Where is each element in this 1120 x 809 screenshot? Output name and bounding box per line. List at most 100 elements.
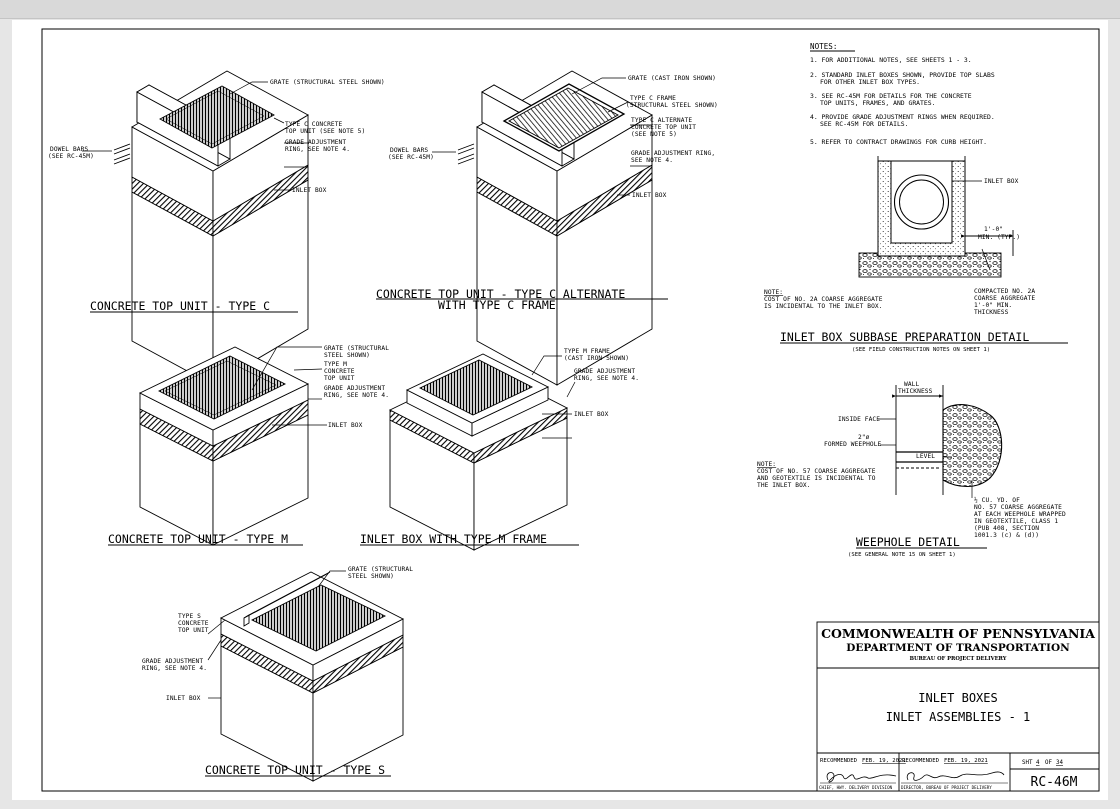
subbase-note-1: COST OF NO. 2A COARSE AGGREGATE [764, 296, 883, 303]
label-topunit-s-1: TYPE S [178, 613, 201, 620]
label-subbase-dim-1: 1'-0" [984, 226, 1003, 233]
subbase-note-heading: NOTE: [764, 289, 783, 296]
label-wall-2: THICKNESS [898, 388, 933, 395]
view-type-m [138, 346, 310, 546]
sht-num: 4 [1036, 760, 1040, 766]
note-4-line1: 4. PROVIDE GRADE ADJUSTMENT RINGS WHEN R… [810, 113, 995, 121]
note-5: 5. REFER TO CONTRACT DRAWINGS FOR CURB H… [810, 138, 987, 146]
org-line-3: BUREAU OF PROJECT DELIVERY [910, 656, 1007, 662]
label-level: LEVEL [916, 453, 935, 460]
label-box-fm: INLET BOX [574, 411, 609, 418]
signatures [820, 771, 1008, 784]
title-underlines [90, 50, 1068, 777]
label-topunit-s-2: CONCRETE [178, 620, 209, 627]
drawing-number: RC-46M [1031, 775, 1078, 790]
sht-of: OF [1045, 760, 1052, 766]
label-dowel-c-1: DOWEL BARS [50, 146, 88, 153]
rec2-date: FEB. 19, 2021 [944, 758, 988, 764]
drawing-canvas: DOWEL BARS (SEE RC-45M) GRATE (STRUCTURA… [41, 28, 1100, 792]
weephole-note-3: THE INLET BOX. [757, 482, 811, 489]
subtitle-weephole: (SEE GENERAL NOTE 15 ON SHEET 1) [848, 552, 956, 558]
label-ring-c-1: GRADE ADJUSTMENT [285, 139, 346, 146]
label-aggregate-2: NO. 57 COARSE AGGREGATE [974, 504, 1062, 511]
view-type-s [220, 571, 404, 782]
label-wall-1: WALL [904, 381, 919, 388]
label-topunit-calt-1: TYPE C ALTERNATE [631, 117, 692, 124]
org-line-1: COMMONWEALTH OF PENNSYLVANIA [821, 626, 1095, 641]
title-type-c: CONCRETE TOP UNIT - TYPE C [90, 299, 270, 313]
rec2-label: RECOMMENDED [902, 758, 940, 764]
label-inside-face: INSIDE FACE [838, 416, 880, 423]
label-grate-m-1: GRATE (STRUCTURAL [324, 345, 389, 352]
label-grate-c: GRATE (STRUCTURAL STEEL SHOWN) [270, 79, 385, 86]
label-ring-m-1: GRADE ADJUSTMENT [324, 385, 385, 392]
weephole-note-1: COST OF NO. 57 COARSE AGGREGATE [757, 468, 876, 475]
note-2-line2: FOR OTHER INLET BOX TYPES. [820, 78, 920, 86]
label-aggregate-4: IN GEOTEXTILE, CLASS 1 [974, 518, 1058, 525]
notes-heading: NOTES: [810, 42, 837, 51]
sht-label: SHT [1022, 760, 1033, 766]
label-ring-calt-1: GRADE ADJUSTMENT RING, [631, 150, 715, 157]
label-ring-m-2: RING, SEE NOTE 4. [324, 392, 389, 399]
label-subbase-box: INLET BOX [984, 178, 1019, 185]
label-ring-s-2: RING, SEE NOTE 4. [142, 665, 207, 672]
signature-1 [826, 772, 897, 783]
leader-lines [82, 77, 991, 699]
label-box-m: INLET BOX [328, 422, 363, 429]
note-1: 1. FOR ADDITIONAL NOTES, SEE SHEETS 1 - … [810, 56, 972, 64]
title-type-m: CONCRETE TOP UNIT - TYPE M [108, 532, 288, 546]
subbase-detail-drawing [858, 156, 1014, 278]
label-frame-m-1: TYPE M FRAME [564, 348, 610, 355]
weephole-note-2: AND GEOTEXTILE IS INCIDENTAL TO [757, 475, 876, 482]
weephole-note-heading: NOTE: [757, 461, 776, 468]
label-grate-s-2: STEEL SHOWN) [348, 573, 394, 580]
label-topunit-m-2: CONCRETE [324, 368, 355, 375]
title-weephole: WEEPHOLE DETAIL [856, 535, 960, 549]
title-type-m-frame: INLET BOX WITH TYPE M FRAME [360, 532, 547, 546]
viewer-toolbar [0, 0, 1120, 19]
label-frame-calt-1: TYPE C FRAME [630, 95, 676, 102]
label-compacted-1: COMPACTED NO. 2A [974, 288, 1035, 295]
label-aggregate-3: AT EACH WEEPHOLE WRAPPED [974, 511, 1066, 518]
label-compacted-4: THICKNESS [974, 309, 1009, 316]
label-ring-fm-1: GRADE ADJUSTMENT [574, 368, 635, 375]
label-compacted-2: COARSE AGGREGATE [974, 295, 1035, 302]
view-type-m-frame [388, 353, 569, 551]
label-frame-calt-2: (STRUCTURAL STEEL SHOWN) [626, 102, 718, 109]
view-type-c [113, 70, 309, 386]
drawing-sheet: DOWEL BARS (SEE RC-45M) GRATE (STRUCTURA… [12, 20, 1108, 800]
title-type-c-alt-1: CONCRETE TOP UNIT - TYPE C ALTERNATE [376, 287, 625, 301]
label-aggregate-6: 1001.3 (c) & (d)) [974, 532, 1039, 539]
label-dowel-calt-1: DOWEL BARS [390, 147, 428, 154]
sheet-border [41, 28, 1100, 792]
label-box-c: INLET BOX [292, 187, 327, 194]
label-topunit-c-2: TOP UNIT (SEE NOTE 5) [285, 128, 365, 135]
signature-2 [906, 771, 1005, 781]
label-dowel-c-2: (SEE RC-45M) [48, 153, 94, 160]
title-type-c-alt-2: WITH TYPE C FRAME [438, 298, 556, 312]
label-box-s: INLET BOX [166, 695, 201, 702]
label-grate-s-1: GRATE (STRUCTURAL [348, 566, 413, 573]
sheet-title-1: INLET BOXES [918, 691, 997, 705]
label-topunit-s-3: TOP UNIT [178, 627, 209, 634]
label-topunit-calt-3: (SEE NOTE 5) [631, 131, 677, 138]
label-ring-fm-2: RING, SEE NOTE 4. [574, 375, 639, 382]
label-formed-2: FORMED WEEPHOLE [824, 441, 882, 448]
org-line-2: DEPARTMENT OF TRANSPORTATION [846, 642, 1070, 654]
view-type-c-alternate [457, 70, 653, 386]
title-type-s: CONCRETE TOP UNIT - TYPE S [205, 763, 385, 777]
label-subbase-dim-2: MIN. (TYP.) [978, 234, 1020, 241]
sht-total: 34 [1056, 760, 1063, 766]
weephole-detail-drawing [892, 385, 1003, 495]
label-grate-m-2: STEEL SHOWN) [324, 352, 370, 359]
label-frame-m-2: (CAST IRON SHOWN) [564, 355, 629, 362]
label-grate-calt: GRATE (CAST IRON SHOWN) [628, 75, 716, 82]
rec1-date: FEB. 19, 2021 [862, 758, 906, 764]
label-topunit-m-3: TOP UNIT [324, 375, 355, 382]
title-block [816, 621, 1100, 792]
subbase-note-2: IS INCIDENTAL TO THE INLET BOX. [764, 303, 883, 310]
label-topunit-c-1: TYPE C CONCRETE [285, 121, 343, 128]
label-ring-calt-2: SEE NOTE 4. [631, 157, 673, 164]
label-aggregate-5: (PUB 408, SECTION [974, 525, 1039, 532]
